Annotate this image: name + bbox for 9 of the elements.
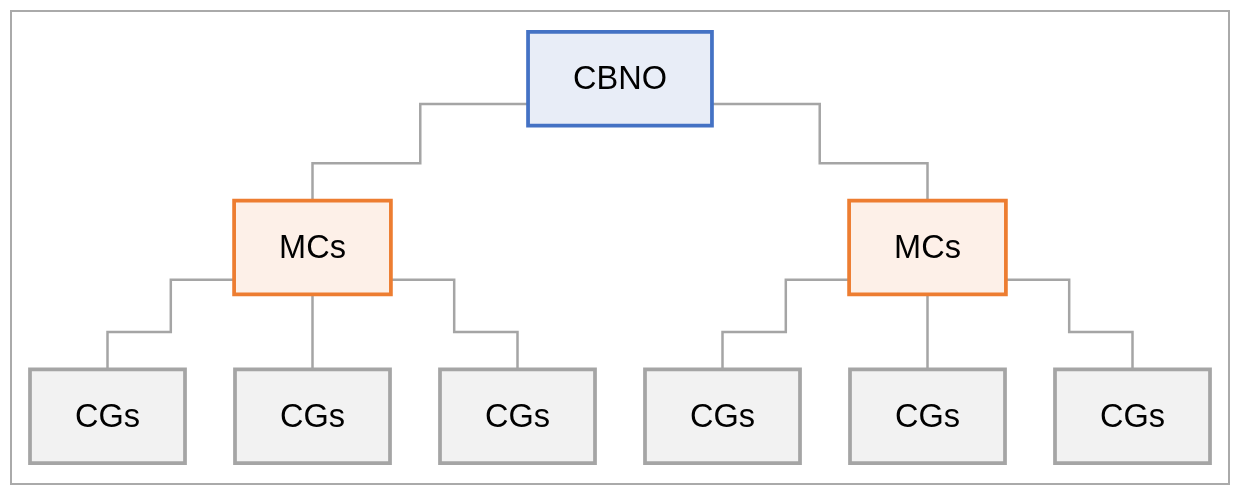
node-box: MCs bbox=[847, 198, 1008, 297]
node-box: CBNO bbox=[526, 30, 714, 128]
node-box: CGs bbox=[28, 367, 187, 465]
node-box: CGs bbox=[233, 367, 392, 465]
node-box: MCs bbox=[232, 198, 393, 297]
node-box: CGs bbox=[643, 367, 802, 465]
node-box: CGs bbox=[1053, 367, 1212, 465]
node-box: CGs bbox=[438, 367, 597, 465]
node-box: CGs bbox=[848, 367, 1007, 465]
